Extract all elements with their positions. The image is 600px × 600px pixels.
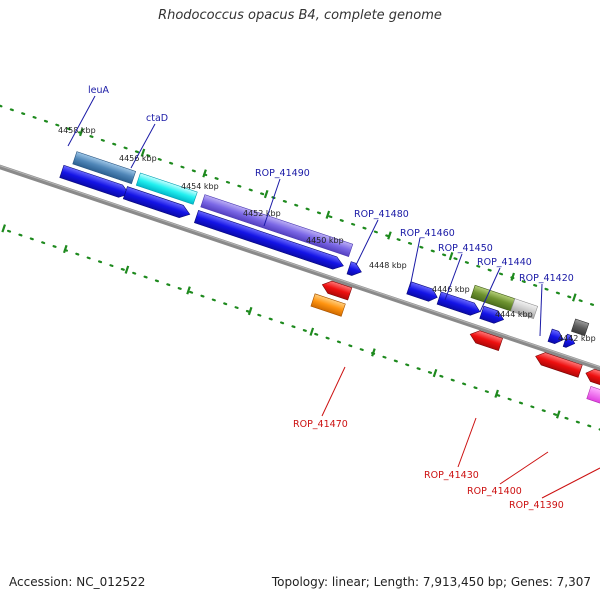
scale-label: 4456 kbp: [119, 154, 157, 163]
gene-bar-rop-41440[interactable]: [510, 298, 539, 319]
scale-label: 4446 kbp: [432, 285, 470, 294]
gene-arrow-rop-41420[interactable]: [562, 333, 577, 350]
scale-label: 4450 kbp: [306, 236, 344, 245]
gene-arrow-rop-41390[interactable]: [584, 367, 600, 386]
gene-bar-rop-41470[interactable]: [310, 293, 346, 317]
genome-backbone: [0, 155, 600, 386]
gene-arrow-leua[interactable]: [59, 164, 131, 200]
gene-bar-rop-41490[interactable]: [200, 194, 354, 257]
top-label-leaders: [67, 95, 543, 337]
scale-label: 4454 kbp: [181, 182, 219, 191]
lower-scale-line: [0, 214, 600, 434]
gene-label-rop-41470[interactable]: ROP_41470: [293, 419, 348, 430]
gene-arrow-rop-41430-fwd[interactable]: [547, 328, 565, 346]
scale-label: 4452 kbp: [243, 209, 281, 218]
gene-arrow-rop-41470-a[interactable]: [320, 278, 353, 301]
forward-gene-arrows: [59, 164, 577, 350]
gene-bar-ctad[interactable]: [135, 172, 198, 205]
upper-major-ticks: [79, 127, 577, 302]
lower-major-ticks: [1, 224, 561, 419]
gene-label-rop-41440[interactable]: ROP_41440: [477, 257, 532, 268]
reverse-gene-arrows: [320, 278, 600, 386]
gene-label-leua[interactable]: leuA: [88, 85, 110, 96]
gene-bar-magenta[interactable]: [586, 386, 600, 404]
gene-arrow-rop-41430[interactable]: [468, 328, 503, 352]
gene-label-ctad[interactable]: ctaD: [146, 113, 168, 124]
map-title: Rhodococcus opacus B4, complete genome: [158, 8, 442, 23]
gene-bar-rop-41450[interactable]: [470, 284, 516, 312]
gene-label-rop-41400[interactable]: ROP_41400: [467, 486, 522, 497]
genome-summary-text: Topology: linear; Length: 7,913,450 bp; …: [271, 575, 591, 589]
gene-label-rop-41490[interactable]: ROP_41490: [255, 168, 310, 179]
gene-bar-leua[interactable]: [72, 151, 137, 185]
gene-label-rop-41430[interactable]: ROP_41430: [424, 470, 479, 481]
gene-label-rop-41480[interactable]: ROP_41480: [354, 209, 409, 220]
scale-label: 4444 kbp: [495, 310, 533, 319]
gene-label-rop-41420[interactable]: ROP_41420: [519, 273, 574, 284]
gene-arrow-rop-41460[interactable]: [406, 281, 440, 304]
gene-arrow-rop-41440[interactable]: [479, 305, 506, 326]
gene-label-rop-41390[interactable]: ROP_41390: [509, 500, 564, 511]
gene-label-rop-41460[interactable]: ROP_41460: [400, 228, 455, 239]
gene-arrow-rop-41480[interactable]: [346, 261, 363, 278]
genome-backbone-highlight: [0, 155, 600, 383]
scale-label: 4442 kbp: [558, 334, 596, 343]
bottom-label-leaders: [321, 366, 600, 499]
gene-bars-top: [72, 151, 590, 337]
gene-arrow-rop-41490[interactable]: [193, 210, 345, 272]
accession-text: Accession: NC_012522: [9, 575, 146, 589]
gene-arrow-rop-41400[interactable]: [534, 350, 583, 378]
gene-bar-rop-41420[interactable]: [571, 318, 590, 337]
bottom-gene-labels: ROP_41470 ROP_41430 ROP_41400 ROP_41390: [293, 419, 564, 511]
gene-label-rop-41450[interactable]: ROP_41450: [438, 243, 493, 254]
scale-label: 4448 kbp: [369, 261, 407, 270]
top-gene-labels: leuA ctaD ROP_41490 ROP_41480 ROP_41460 …: [88, 85, 574, 284]
gene-arrow-rop-41450[interactable]: [436, 291, 482, 318]
gene-arrow-ctad[interactable]: [122, 186, 192, 221]
upper-scale-line: [0, 104, 600, 324]
